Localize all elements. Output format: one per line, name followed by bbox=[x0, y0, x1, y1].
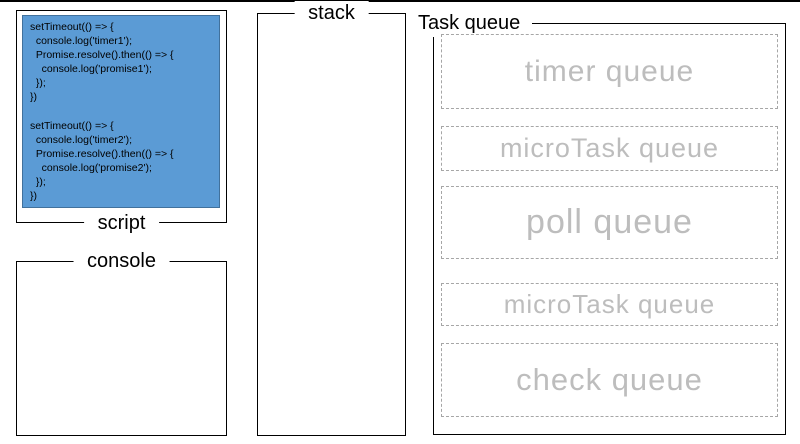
poll-queue-box: poll queue bbox=[441, 186, 778, 259]
code-gap bbox=[30, 104, 217, 119]
console-panel: console bbox=[16, 249, 227, 436]
stack-panel-label: stack bbox=[294, 1, 369, 25]
stack-panel: stack bbox=[257, 1, 406, 436]
image-top-border bbox=[0, 0, 800, 2]
code-block-2: setTimeout(() => { console.log('timer2')… bbox=[30, 120, 174, 202]
script-code-block: setTimeout(() => { console.log('timer1')… bbox=[22, 15, 220, 208]
script-panel: setTimeout(() => { console.log('timer1')… bbox=[16, 10, 227, 235]
timer-queue-box: timer queue bbox=[441, 34, 778, 109]
task-queue-panel-label: Task queue bbox=[418, 11, 533, 37]
console-panel-label: console bbox=[73, 249, 170, 273]
microtask-queue-box-2: microTask queue bbox=[441, 283, 778, 326]
microtask-queue-box-1: microTask queue bbox=[441, 126, 778, 171]
code-block-1: setTimeout(() => { console.log('timer1')… bbox=[30, 21, 174, 103]
script-panel-label: script bbox=[83, 211, 160, 235]
check-queue-box: check queue bbox=[441, 343, 778, 417]
task-queue-panel: Task queue timer queue microTask queue p… bbox=[418, 11, 786, 435]
